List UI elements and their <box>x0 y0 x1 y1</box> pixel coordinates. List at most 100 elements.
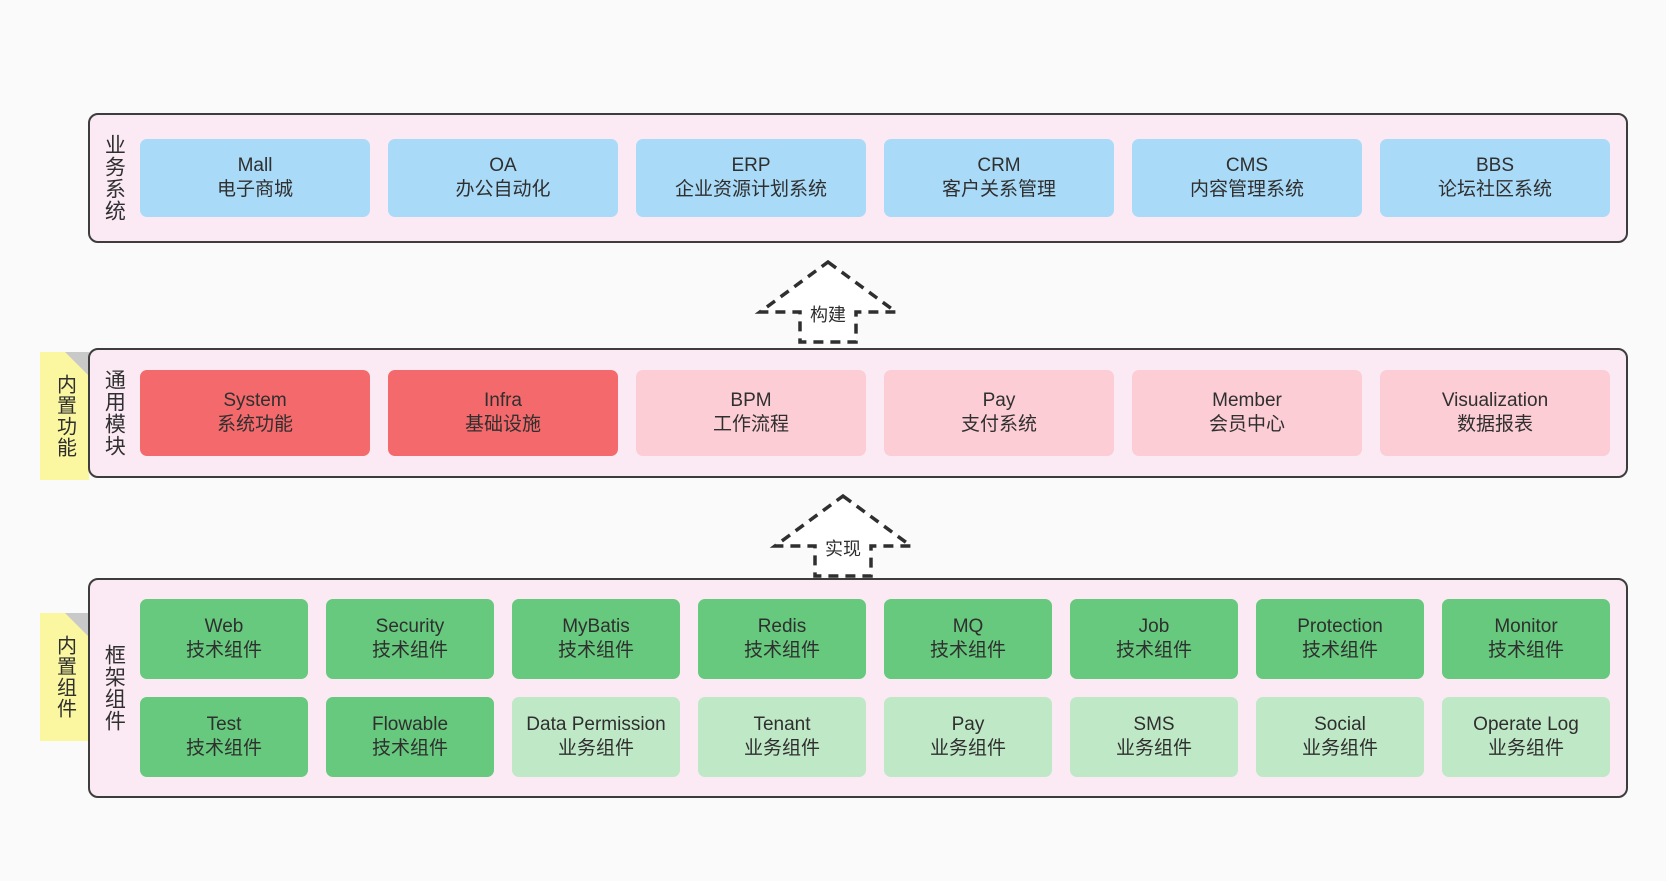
card-title: MyBatis <box>562 616 630 638</box>
card-title: System <box>223 390 287 412</box>
card-mybatis[interactable]: MyBatis 技术组件 <box>512 599 680 679</box>
card-web[interactable]: Web 技术组件 <box>140 599 308 679</box>
card-pay-component[interactable]: Pay 业务组件 <box>884 697 1052 777</box>
card-mq[interactable]: MQ 技术组件 <box>884 599 1052 679</box>
card-title: Protection <box>1297 616 1383 638</box>
card-subtitle: 技术组件 <box>185 640 262 661</box>
layer-common-modules: 通用模块 System 系统功能 Infra 基础设施 BPM 工作流程 Pay… <box>88 348 1628 478</box>
card-subtitle: 数据报表 <box>1456 414 1533 435</box>
card-title: Mall <box>237 155 273 177</box>
card-subtitle: 内容管理系统 <box>1189 179 1304 200</box>
layer-body-common-modules: System 系统功能 Infra 基础设施 BPM 工作流程 Pay 支付系统… <box>136 350 1626 476</box>
card-subtitle: 业务组件 <box>929 738 1006 759</box>
card-subtitle: 技术组件 <box>185 738 262 759</box>
card-title: Social <box>1314 714 1366 736</box>
card-data-permission[interactable]: Data Permission 业务组件 <box>512 697 680 777</box>
card-bbs[interactable]: BBS 论坛社区系统 <box>1380 139 1610 217</box>
card-subtitle: 技术组件 <box>929 640 1006 661</box>
card-title: Infra <box>483 390 523 412</box>
layer-body-business-system: Mall 电子商城 OA 办公自动化 ERP 企业资源计划系统 CRM 客户关系… <box>136 115 1626 241</box>
card-title: OA <box>489 155 517 177</box>
note-builtin-components: 内置组件 <box>40 613 89 741</box>
card-subtitle: 技术组件 <box>1115 640 1192 661</box>
card-title: Pay <box>982 390 1016 412</box>
card-subtitle: 技术组件 <box>371 640 448 661</box>
note-builtin-features: 内置功能 <box>40 352 89 480</box>
card-tenant[interactable]: Tenant 业务组件 <box>698 697 866 777</box>
layer-label-common-modules: 通用模块 <box>102 369 126 457</box>
card-subtitle: 业务组件 <box>1301 738 1378 759</box>
card-subtitle: 工作流程 <box>712 414 789 435</box>
card-crm[interactable]: CRM 客户关系管理 <box>884 139 1114 217</box>
card-title: Member <box>1212 390 1282 412</box>
card-title: Security <box>375 616 445 638</box>
card-subtitle: 电子商城 <box>216 179 293 200</box>
card-protection[interactable]: Protection 技术组件 <box>1256 599 1424 679</box>
card-subtitle: 业务组件 <box>557 738 634 759</box>
card-security[interactable]: Security 技术组件 <box>326 599 494 679</box>
framework-row-tech: Web 技术组件 Security 技术组件 MyBatis 技术组件 Redi… <box>140 599 1610 679</box>
card-subtitle: 企业资源计划系统 <box>674 179 827 200</box>
card-sms[interactable]: SMS 业务组件 <box>1070 697 1238 777</box>
card-member[interactable]: Member 会员中心 <box>1132 370 1362 456</box>
card-title: Pay <box>951 714 985 736</box>
note-fold-corner-icon <box>65 352 89 376</box>
layer-framework-components: 框架组件 Web 技术组件 Security 技术组件 MyBatis 技术组件… <box>88 578 1628 798</box>
card-subtitle: 技术组件 <box>1301 640 1378 661</box>
card-subtitle: 业务组件 <box>743 738 820 759</box>
card-system[interactable]: System 系统功能 <box>140 370 370 456</box>
card-monitor[interactable]: Monitor 技术组件 <box>1442 599 1610 679</box>
card-social[interactable]: Social 业务组件 <box>1256 697 1424 777</box>
card-title: MQ <box>952 616 984 638</box>
card-title: Data Permission <box>526 714 666 736</box>
card-title: Flowable <box>371 714 449 736</box>
card-subtitle: 支付系统 <box>960 414 1037 435</box>
card-title: Job <box>1138 616 1170 638</box>
connector-build: 构建 <box>753 258 903 344</box>
layer-body-framework-components: Web 技术组件 Security 技术组件 MyBatis 技术组件 Redi… <box>136 580 1626 796</box>
card-oa[interactable]: OA 办公自动化 <box>388 139 618 217</box>
card-title: Monitor <box>1494 616 1558 638</box>
card-subtitle: 业务组件 <box>1487 738 1564 759</box>
card-subtitle: 技术组件 <box>1487 640 1564 661</box>
card-pay[interactable]: Pay 支付系统 <box>884 370 1114 456</box>
card-subtitle: 办公自动化 <box>455 179 551 200</box>
connector-implement: 实现 <box>768 492 918 578</box>
layer-label-framework-components: 框架组件 <box>102 644 126 732</box>
card-subtitle: 业务组件 <box>1115 738 1192 759</box>
card-mall[interactable]: Mall 电子商城 <box>140 139 370 217</box>
card-operate-log[interactable]: Operate Log 业务组件 <box>1442 697 1610 777</box>
card-title: ERP <box>731 155 771 177</box>
card-cms[interactable]: CMS 内容管理系统 <box>1132 139 1362 217</box>
card-subtitle: 会员中心 <box>1208 414 1285 435</box>
card-infra[interactable]: Infra 基础设施 <box>388 370 618 456</box>
card-visualization[interactable]: Visualization 数据报表 <box>1380 370 1610 456</box>
card-subtitle: 技术组件 <box>371 738 448 759</box>
layer-business-system: 业务系统 Mall 电子商城 OA 办公自动化 ERP 企业资源计划系统 CRM… <box>88 113 1628 243</box>
card-title: BBS <box>1475 155 1515 177</box>
card-subtitle: 系统功能 <box>216 414 293 435</box>
card-bpm[interactable]: BPM 工作流程 <box>636 370 866 456</box>
card-flowable[interactable]: Flowable 技术组件 <box>326 697 494 777</box>
card-subtitle: 论坛社区系统 <box>1437 179 1552 200</box>
build-arrow-icon <box>754 259 902 344</box>
card-job[interactable]: Job 技术组件 <box>1070 599 1238 679</box>
card-subtitle: 技术组件 <box>557 640 634 661</box>
framework-row-business: Test 技术组件 Flowable 技术组件 Data Permission … <box>140 697 1610 777</box>
card-title: BPM <box>730 390 772 412</box>
implement-arrow-icon <box>769 493 917 578</box>
card-title: CMS <box>1225 155 1269 177</box>
card-title: Test <box>206 714 242 736</box>
note-label: 内置功能 <box>53 374 76 458</box>
card-title: Web <box>204 616 244 638</box>
layer-label-business-system: 业务系统 <box>102 134 126 222</box>
note-label: 内置组件 <box>53 635 76 719</box>
card-title: CRM <box>977 155 1021 177</box>
card-erp[interactable]: ERP 企业资源计划系统 <box>636 139 866 217</box>
card-subtitle: 技术组件 <box>743 640 820 661</box>
card-title: Tenant <box>753 714 811 736</box>
card-title: Visualization <box>1441 390 1549 412</box>
card-redis[interactable]: Redis 技术组件 <box>698 599 866 679</box>
card-test[interactable]: Test 技术组件 <box>140 697 308 777</box>
